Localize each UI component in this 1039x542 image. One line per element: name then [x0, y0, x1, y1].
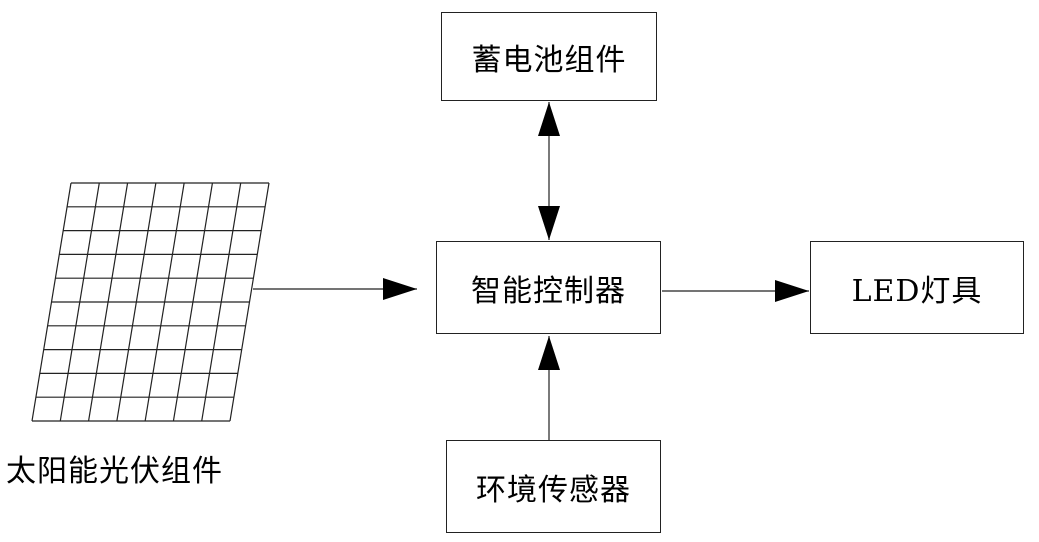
solar-panel-grid-icon	[31, 182, 270, 422]
environment-sensor-label: 环境传感器	[476, 472, 631, 508]
environment-sensor-node: 环境传感器	[446, 440, 661, 533]
solar-grid-column-line	[116, 182, 157, 422]
solar-grid-column-line	[172, 182, 214, 422]
solar-grid-column-line	[201, 182, 242, 422]
led-lamp-label: LED灯具	[851, 273, 983, 309]
solar-grid-column-line	[87, 182, 129, 422]
solar-grid-column-line	[144, 182, 185, 422]
solar-grid-column-line	[229, 182, 270, 422]
solar-pv-module-label: 太阳能光伏组件	[6, 454, 223, 489]
battery-module-node: 蓄电池组件	[441, 12, 657, 101]
smart-controller-node: 智能控制器	[436, 241, 661, 334]
battery-module-label: 蓄电池组件	[471, 42, 627, 78]
solar-grid-column-line	[31, 182, 72, 422]
led-lamp-node: LED灯具	[810, 241, 1024, 334]
smart-controller-label: 智能控制器	[471, 273, 626, 309]
solar-grid-column-line	[59, 182, 100, 422]
